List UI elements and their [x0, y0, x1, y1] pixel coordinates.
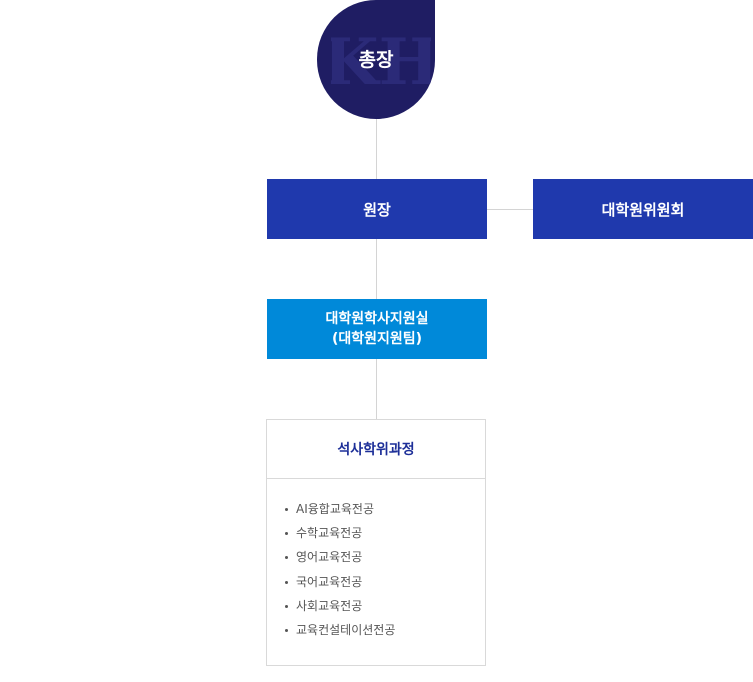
major-item: 영어교육전공 [285, 547, 485, 571]
connector-dean-office [376, 239, 377, 299]
bullet-icon [285, 532, 288, 536]
major-item: 교육컨설테이션전공 [285, 620, 485, 644]
major-label: 교육컨설테이션전공 [296, 622, 396, 637]
committee-label: 대학원위원회 [601, 200, 685, 219]
office-label-line1: 대학원학사지원실 [325, 311, 429, 327]
president-node: KH 총장 [317, 0, 435, 119]
office-label-line2: (대학원지원팀) [331, 331, 423, 347]
dean-box: 원장 [267, 179, 487, 239]
major-label: AI융합교육전공 [296, 502, 374, 516]
major-item: 사회교육전공 [285, 596, 485, 620]
program-title: 석사학위과정 [267, 420, 485, 479]
major-label: 영어교육전공 [296, 550, 363, 565]
connector-president-dean [376, 119, 377, 179]
dean-label: 원장 [363, 200, 391, 219]
major-item: 수학교육전공 [285, 523, 485, 547]
connector-dean-committee [487, 209, 533, 210]
major-label: 국어교육전공 [296, 574, 363, 589]
president-label: 총장 [358, 49, 394, 71]
committee-box: 대학원위원회 [533, 179, 753, 239]
major-item: 국어교육전공 [285, 572, 485, 596]
major-label: 사회교육전공 [296, 598, 363, 613]
major-item: AI융합교육전공 [285, 499, 485, 523]
bullet-icon [285, 604, 288, 608]
bullet-icon [285, 508, 288, 511]
bullet-icon [285, 580, 288, 584]
masters-program-card: 석사학위과정 AI융합교육전공 수학교육전공 영어교육전공 국어교육전공 사회교… [266, 419, 486, 666]
bullet-icon [285, 628, 288, 632]
office-box: 대학원학사지원실 (대학원지원팀) [267, 299, 487, 359]
major-label: 수학교육전공 [296, 526, 363, 541]
major-list: AI융합교육전공 수학교육전공 영어교육전공 국어교육전공 사회교육전공 교육컨… [267, 479, 485, 644]
connector-office-program [376, 359, 377, 419]
bullet-icon [285, 556, 288, 560]
